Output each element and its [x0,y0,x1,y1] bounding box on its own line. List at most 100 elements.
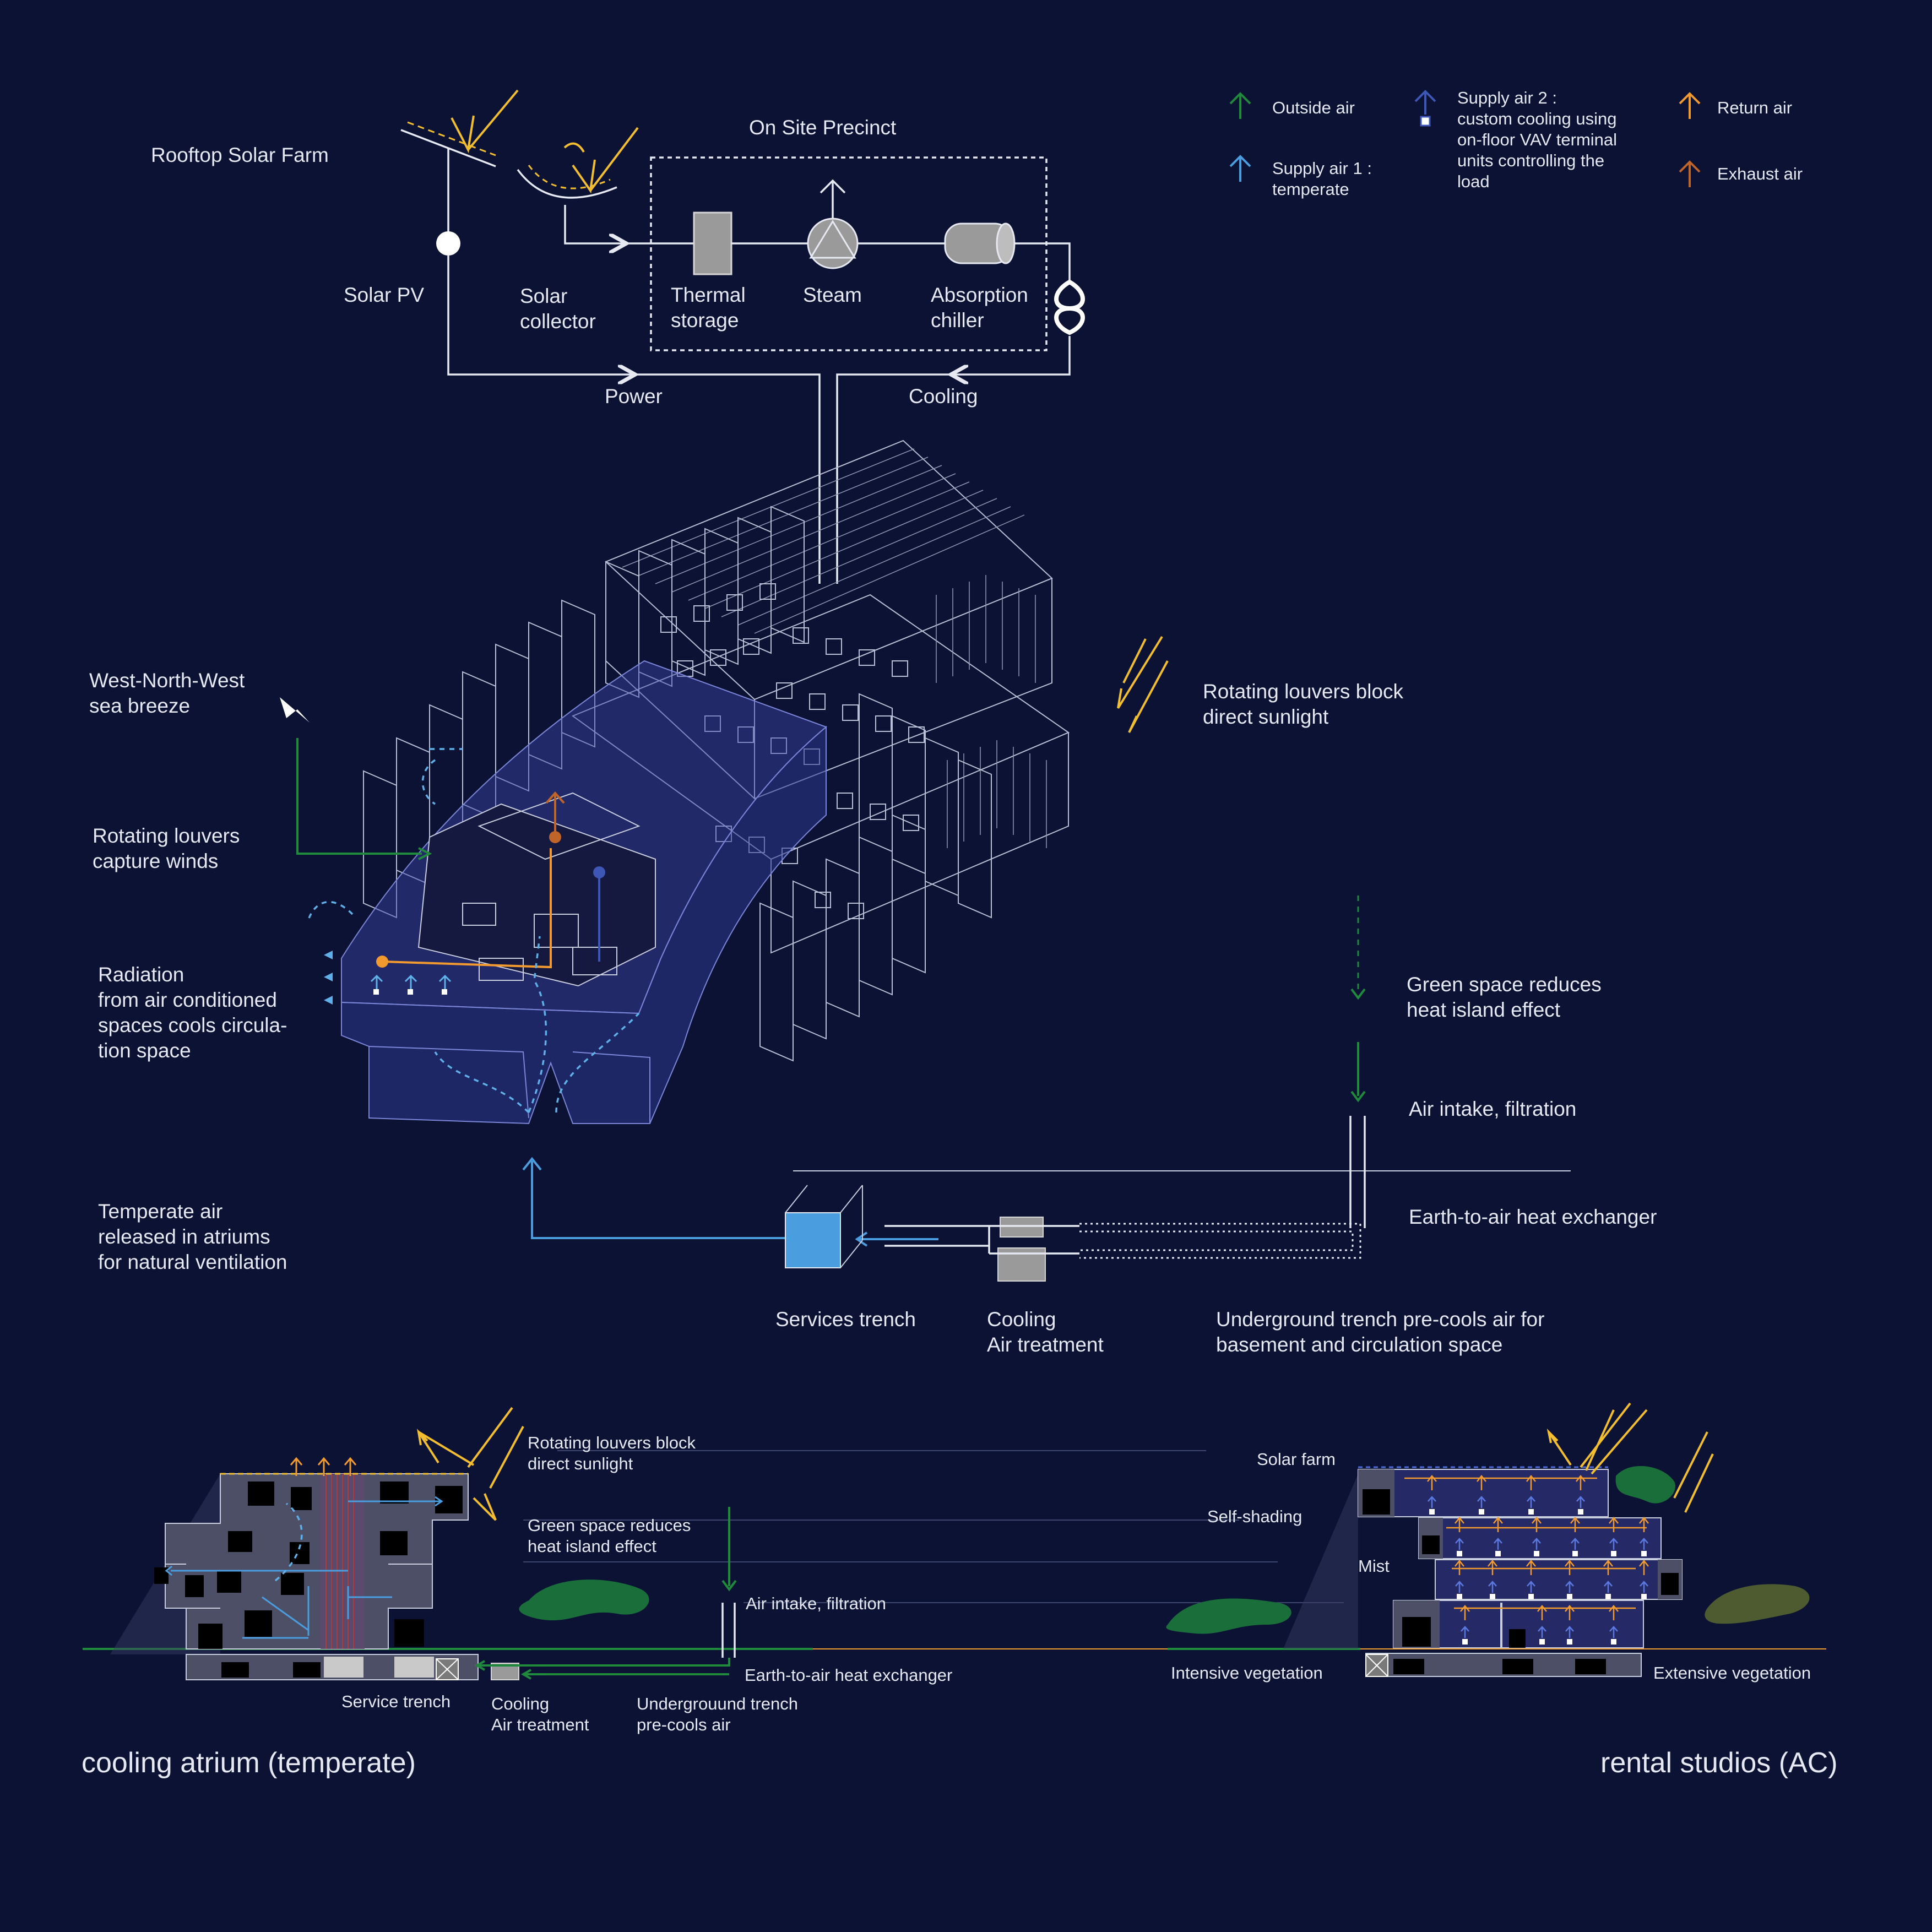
sun-ray-icon [572,127,639,194]
air-intake-label: Air intake, filtration [1409,1098,1576,1120]
fin-set [759,693,992,1062]
return-air-arrow-icon [1532,1516,1542,1532]
section-exchanger-label: Earth-to-air heat exchanger [745,1665,952,1685]
return-air-arrow-icon [1603,1559,1613,1575]
supply-air-2-node-icon [593,866,605,878]
return-air-arrow-icon [1537,1604,1547,1620]
collector-dash [528,165,611,189]
studio-floor-3 [1418,1517,1662,1559]
vav-unit-icon [1611,1639,1616,1645]
intake-arrow [721,1507,737,1592]
wind-direction-icon [280,697,310,723]
supply-air-arrow-icon [1640,1581,1648,1593]
temperate-air-label: released in atriums [98,1225,270,1248]
vav-unit-icon [1641,1551,1647,1556]
chiller-pipe [1014,242,1071,280]
shadow [1283,1474,1358,1649]
vav-unit-icon [1534,1551,1539,1556]
duct-box [324,1657,363,1678]
steam-label: Steam [803,284,862,306]
legend-label: custom cooling using [1457,109,1617,128]
pump-triangle [809,220,856,259]
legend-supply-air-1: Supply air 1 : temperate [1229,155,1372,199]
return-air-arrow-icon [1565,1559,1575,1575]
legend-return-air: Return air [1679,92,1792,119]
trench-x [1365,1654,1388,1677]
vav-unit-icon [1572,1551,1578,1556]
supply-air-arrow-icon [1640,1538,1648,1550]
supply-air-arrow-icon [1527,1581,1535,1593]
return-air-arrow-icon [1639,1516,1649,1532]
thermal-storage-label: storage [671,309,739,332]
louvers-capture-label: capture winds [93,850,218,872]
sun-curl-icon [563,142,585,153]
ducts [884,1225,989,1247]
floor-lines [165,1564,432,1609]
vav-unit-icon [1578,1509,1583,1515]
section-middle: Rotating louvers block direct sunlight G… [474,1433,1344,1734]
supply-air-arrow-icon [1527,1496,1535,1508]
legend-label: Outside air [1272,98,1355,117]
return-air-arrow-icon [1639,1559,1649,1575]
vav-unit-icon [1605,1594,1611,1599]
atrium-lines [325,1474,354,1649]
return-air-flow [383,848,552,969]
window [1575,1659,1606,1674]
vav-unit-icon [1429,1509,1435,1515]
studio-air-arrows [1427,1474,1649,1645]
vav-units [373,989,447,995]
thermal-storage-label: Thermal [671,284,746,306]
supply-air-arrow-icon [1565,1581,1574,1593]
louvers-capture-label: Rotating louvers [93,824,240,847]
absorption-chiller-label: chiller [931,309,984,332]
atrium-air-flow [165,1496,443,1639]
legend-label: Supply air 1 : [1272,159,1372,178]
vegetation-blob [1615,1466,1675,1504]
rooftop-solar-farm-label: Rooftop Solar Farm [151,144,329,166]
outside-air-arrow-icon [1229,92,1251,119]
underground-trench-label: basement and circulation space [1216,1333,1502,1356]
temperate-air-label: for natural ventilation [98,1251,287,1273]
pv-sun-dash [407,121,496,156]
radiation-arrows [370,974,452,989]
vav-unit-icon [1567,1594,1572,1599]
vav-unit-icon [1490,1594,1495,1599]
vav-unit-icon [1528,1594,1534,1599]
return-air-arrow-icon [1565,1604,1575,1620]
supply-air-arrow-icon [1461,1626,1469,1638]
duct-box [394,1657,434,1678]
on-site-precinct-box [650,156,1048,351]
return-ducts [1404,1477,1647,1609]
legend-label: load [1457,172,1490,191]
radiation-arrow-icons [324,951,333,1005]
cooling-label: Cooling [909,385,978,408]
earth-tube [1079,1223,1361,1259]
temperate-arrowhead [522,1157,542,1171]
legend-label: on-floor VAV terminal [1457,130,1617,149]
vav-unit-icon [1462,1639,1468,1645]
cooling-pipe [953,336,1071,375]
energy-schematic: Rooftop Solar Farm Solar PV Solar collec… [151,89,1085,584]
sun-ray-icon [473,1493,497,1521]
supply-air-arrow-icon [1494,1538,1502,1550]
louver-lines [936,575,1047,848]
supply-air-2-arrow-icon [1414,90,1436,115]
air-treatment-unit-icon [1000,1217,1044,1238]
envelope-base [341,725,827,1125]
section-drawings: Service trench Cooling Air treatment coo… [82,1402,1838,1779]
louvers-block-label: Rotating louvers block [1203,680,1404,703]
return-air-arrow-icon [1576,1474,1586,1490]
vegetation-blob [519,1580,649,1621]
service-trench-label: Service trench [341,1692,451,1711]
power-line [447,256,633,375]
return-air-arrow-icon [1488,1559,1497,1575]
exhaust-air-arrow-icon [1679,160,1701,187]
supply-air-arrow-icon [1609,1626,1618,1638]
legend-label: units controlling the [1457,151,1604,170]
natural-vent-flow [274,1502,303,1582]
thermal-storage-icon [693,211,732,275]
exhaust-air-arrow-icon [545,791,565,837]
supply-air-arrow-icon [1428,1496,1436,1508]
vav-unit-icon [1539,1639,1545,1645]
